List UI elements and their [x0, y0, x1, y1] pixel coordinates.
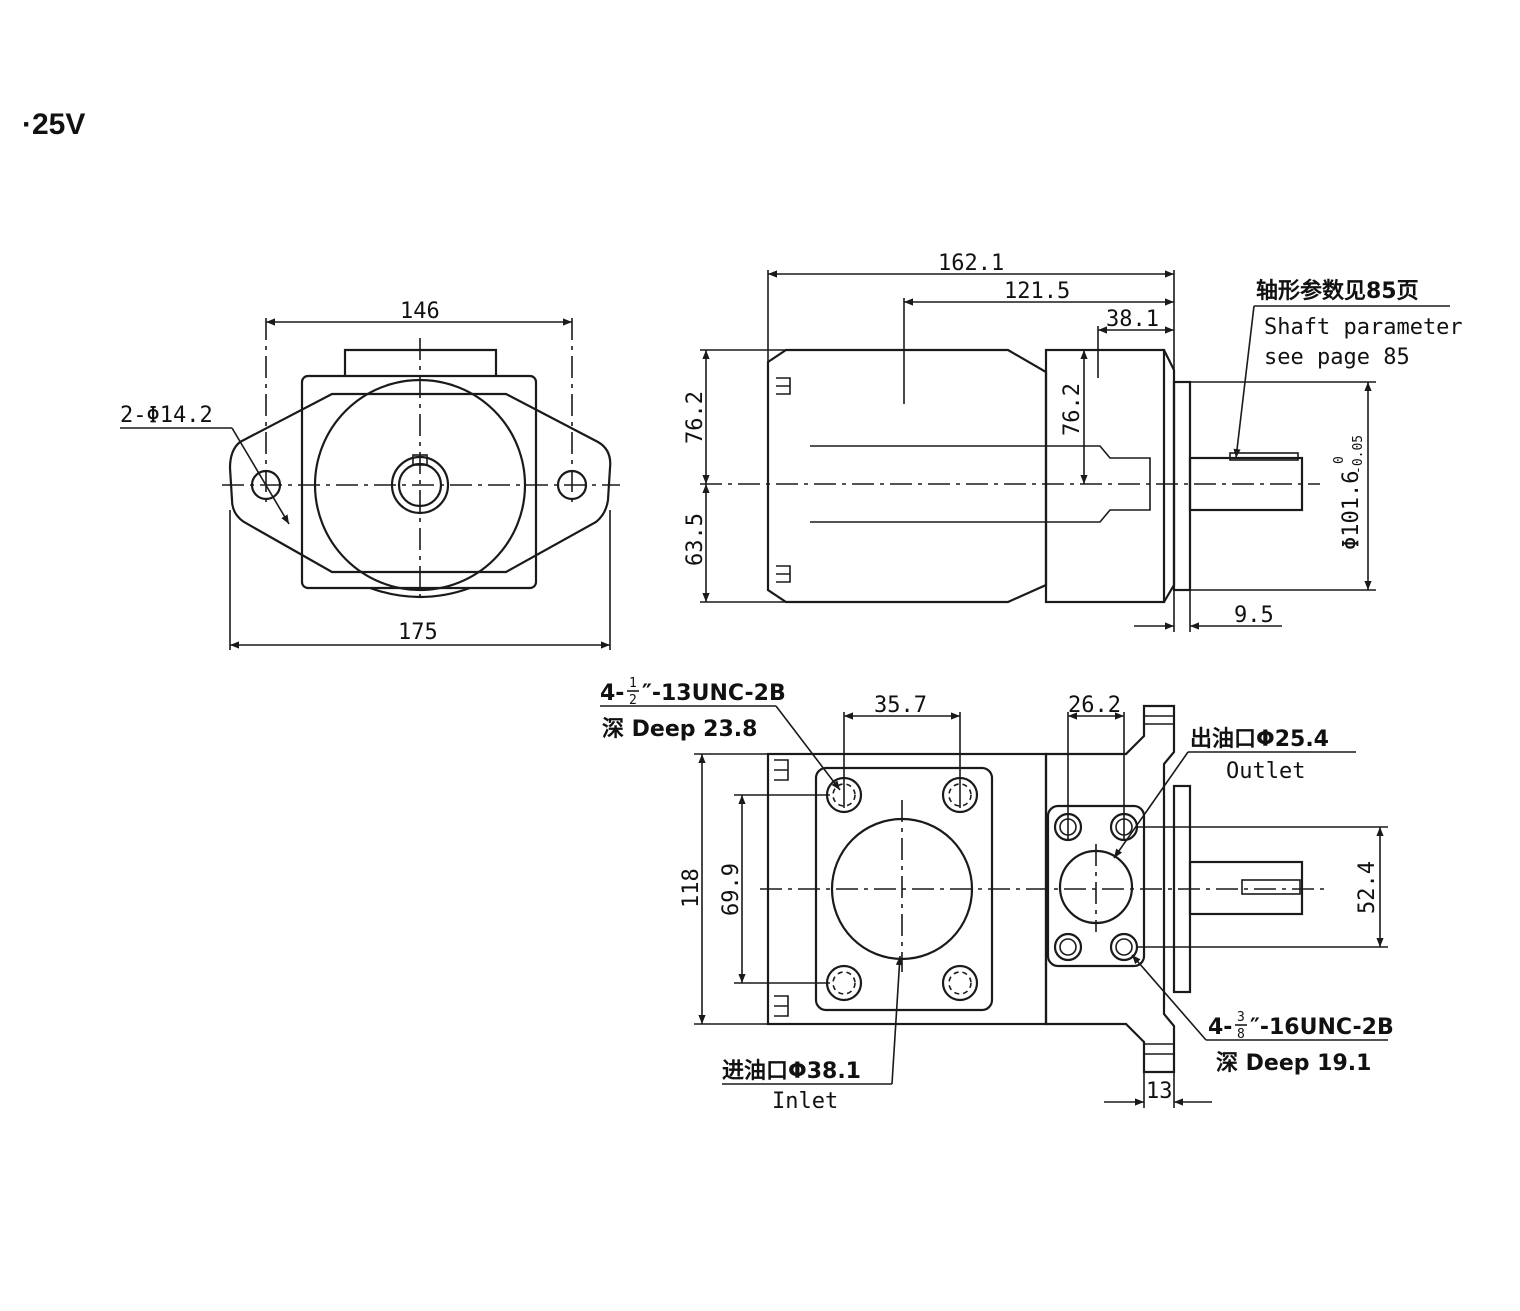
inlet-bolt-hole-tl-inner: [832, 783, 856, 807]
side-cartridge: [1044, 348, 1166, 604]
inlet-bolt-hole-bl: [825, 964, 863, 1002]
outlet-thread-frac-num: 3: [1237, 1010, 1245, 1025]
side-view: 162.1 121.5 38.1 76.2 63.5 76.2 Φ101.6 0…: [683, 251, 1463, 632]
outlet-label-en: Outlet: [1226, 759, 1305, 784]
bottom-bolt-bottom: [774, 995, 789, 1017]
side-dim-63: 63.5: [683, 513, 708, 566]
bottom-shaft: [1188, 860, 1304, 916]
front-flange: [228, 392, 612, 574]
front-hole-callout: 2-Φ14.2: [120, 403, 213, 428]
shaft-note-en-2: see page 85: [1264, 345, 1410, 370]
side-cartridge-shoulder: [1163, 349, 1176, 603]
outlet-bolt-hole-bl: [1053, 932, 1083, 962]
inlet-bolt-hole-br: [941, 964, 979, 1002]
bottom-flange-bolt-bottom: [1144, 1043, 1174, 1055]
shaft-note-en-1: Shaft parameter: [1264, 315, 1463, 340]
bottom-outlet-flange: [1046, 804, 1146, 968]
front-dim-175: 175: [398, 620, 438, 645]
outlet-bolt-hole-br-inner: [1115, 938, 1133, 956]
side-dim-162: 162.1: [938, 251, 1004, 276]
side-dim-38: 38.1: [1106, 307, 1159, 332]
front-body: [300, 374, 538, 590]
inlet-depth: 深 Deep 23.8: [602, 717, 757, 742]
side-dim-9: 9.5: [1234, 603, 1274, 628]
bottom-dim-69: 69.9: [719, 863, 744, 916]
bottom-dim-118: 118: [679, 868, 704, 908]
outlet-label-cn: 出油口Φ25.4: [1190, 727, 1329, 752]
front-view: 146 175 2-Φ14.2: [120, 299, 620, 650]
outlet-thread-frac-den: 8: [1237, 1027, 1245, 1042]
bottom-dim-52: 52.4: [1355, 861, 1380, 914]
inlet-thread-prefix: 4-: [600, 681, 624, 706]
outlet-bolt-hole-br: [1109, 932, 1139, 962]
bottom-flange-bolt-top: [1144, 715, 1174, 725]
bottom-dim-13: 13: [1146, 1079, 1173, 1104]
inlet-label-en: Inlet: [772, 1089, 838, 1114]
side-dim-121: 121.5: [1004, 279, 1070, 304]
outlet-label-leader: [1113, 751, 1189, 859]
inlet-label-cn: 进油口Φ38.1: [722, 1059, 861, 1084]
side-dim-76-left: 76.2: [683, 391, 708, 444]
side-bolt-top: [776, 377, 791, 395]
inlet-thread-frac-num: 1: [629, 676, 637, 691]
side-body: [766, 348, 1048, 604]
side-bolt-bottom: [776, 565, 791, 583]
outlet-thread-prefix: 4-: [1208, 1015, 1232, 1040]
side-pilot: [1172, 380, 1192, 592]
bottom-shaft-key: [1241, 879, 1301, 895]
outlet-depth: 深 Deep 19.1: [1216, 1051, 1371, 1076]
page-title: ·25V: [22, 108, 86, 141]
inlet-thread-frac-den: 2: [629, 693, 637, 708]
inlet-bolt-hole-bl-inner: [832, 971, 856, 995]
bottom-dim-26: 26.2: [1068, 693, 1121, 718]
inlet-bolt-hole-tr-inner: [948, 783, 972, 807]
bottom-view: 35.7 26.2 118 69.9 52.4 13 4- 1 2: [600, 676, 1394, 1114]
side-dim-pilot-tol-upper: 0: [1332, 456, 1347, 464]
side-dim-pilot: Φ101.6: [1339, 471, 1364, 550]
outlet-bolt-hole-bl-inner: [1059, 938, 1077, 956]
shaft-note-leader: [1233, 305, 1255, 459]
bottom-bolt-top: [774, 759, 789, 781]
inlet-thread-suffix: ″-13UNC-2B: [642, 681, 786, 706]
outlet-thread-leader: [1131, 954, 1207, 1041]
front-leader-hole-diag: [231, 427, 290, 525]
side-dim-pilot-tol-lower: -0.05: [1351, 435, 1366, 474]
inlet-bolt-hole-br-inner: [948, 971, 972, 995]
side-dim-76-right: 76.2: [1060, 383, 1085, 436]
bottom-cartridge: [1044, 704, 1176, 1074]
bottom-dim-35: 35.7: [874, 693, 927, 718]
side-shaft-key: [1229, 452, 1299, 461]
inlet-thread-leader: [775, 705, 841, 791]
front-dim-146: 146: [400, 299, 440, 324]
shaft-note-cn: 轴形参数见85页: [1256, 278, 1419, 304]
outlet-thread-suffix: ″-16UNC-2B: [1250, 1015, 1394, 1040]
inlet-label-leader: [891, 955, 904, 1085]
